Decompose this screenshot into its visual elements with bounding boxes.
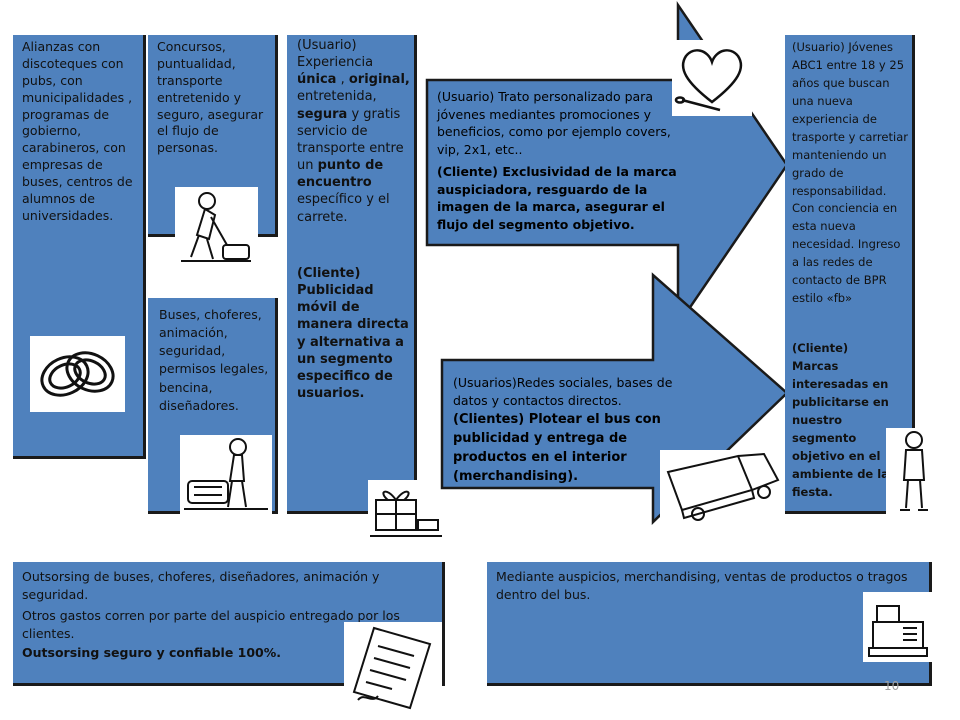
costs-line-3: Outsorsing seguro y confiable 100%. bbox=[22, 645, 282, 660]
key-partners-text: Alianzas con discoteques con pubs, con m… bbox=[22, 39, 133, 223]
key-activities-text: Concursos, puntualidad, transporte entre… bbox=[157, 39, 264, 156]
gift-icon bbox=[368, 480, 445, 542]
value-proposition-user-text: (Usuario) Experiencia única , original, … bbox=[297, 37, 414, 226]
segments-client-text: (Cliente) Marcas interesadas en publicit… bbox=[792, 341, 889, 499]
vp-word-original: original, bbox=[348, 72, 410, 88]
revenue-streams-box: Mediante auspicios, merchandising, venta… bbox=[487, 562, 932, 686]
revenue-line-1: Mediante auspicios, merchandising, venta… bbox=[496, 569, 908, 603]
truck-icon bbox=[660, 450, 785, 526]
page-number: 10 bbox=[884, 679, 900, 693]
channels-user-text: (Usuarios)Redes sociales, bases de datos… bbox=[453, 375, 673, 408]
vp-mid1: entretenida, bbox=[297, 89, 377, 105]
value-proposition-client-text: (Cliente) Publicidad móvil de manera dir… bbox=[297, 266, 409, 402]
vp-mid2: y gratis servicio de transporte entre un bbox=[297, 106, 404, 174]
relationships-user-text: (Usuario) Trato personalizado para jóven… bbox=[437, 89, 671, 157]
document-icon bbox=[344, 622, 442, 714]
vp-sep1: , bbox=[336, 72, 349, 88]
vp-user-prefix: (Usuario) Experiencia bbox=[297, 38, 374, 71]
person-standing-icon bbox=[886, 428, 941, 516]
costs-line-2: Otros gastos corren por parte del auspic… bbox=[22, 608, 400, 642]
key-resources-text: Buses, choferes, animación, seguridad, p… bbox=[159, 307, 269, 413]
vp-word-unica: única bbox=[297, 72, 337, 88]
costs-line-1: Outsorsing de buses, choferes, diseñador… bbox=[22, 569, 380, 603]
segments-user-text: (Usuario) Jóvenes ABC1 entre 18 y 25 año… bbox=[792, 40, 908, 306]
vp-word-segura: segura bbox=[297, 106, 348, 122]
vp-end: específico y el carrete. bbox=[297, 192, 390, 225]
cash-register-icon bbox=[863, 592, 933, 662]
person-luggage-icon bbox=[180, 435, 272, 515]
person-digging-icon bbox=[175, 187, 258, 267]
value-proposition-box: (Usuario) Experiencia única , original, … bbox=[287, 35, 417, 514]
channels-client-text: (Clientes) Plotear el bus con publicidad… bbox=[453, 412, 661, 484]
vp-word-punto: punto de encuentro bbox=[297, 158, 384, 191]
relationships-client-text: (Cliente) Exclusividad de la marca auspi… bbox=[437, 164, 677, 232]
rings-icon bbox=[30, 336, 125, 412]
heart-icon bbox=[672, 40, 752, 116]
